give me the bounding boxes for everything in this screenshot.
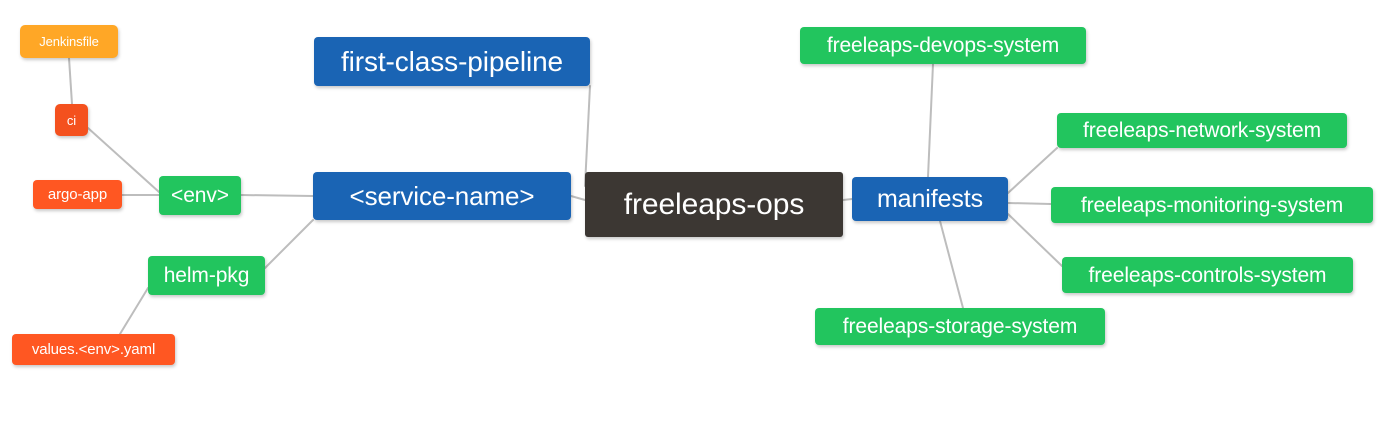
edge-helm-pkg-to-values-env-yaml xyxy=(119,287,149,335)
node-first-class-pipeline[interactable]: first-class-pipeline xyxy=(314,37,590,86)
node-label: freeleaps-storage-system xyxy=(842,315,1078,338)
node-label: ci xyxy=(66,112,77,128)
node-label: Jenkinsfile xyxy=(39,34,99,49)
edge-jenkinsfile-to-ci xyxy=(68,57,73,105)
node-label: manifests xyxy=(876,184,984,213)
node-label: helm-pkg xyxy=(163,264,250,287)
edge-manifests-to-freeleaps-network-system xyxy=(1007,147,1058,194)
node-manifests[interactable]: manifests xyxy=(852,177,1008,221)
node-label: freeleaps-network-system xyxy=(1082,119,1321,142)
node-env[interactable]: <env> xyxy=(159,176,241,215)
edge-manifests-to-freeleaps-monitoring-system xyxy=(1007,202,1052,205)
node-label: <env> xyxy=(171,184,229,207)
node-label: freeleaps-devops-system xyxy=(826,34,1060,57)
node-freeleaps-ops[interactable]: freeleaps-ops xyxy=(585,172,843,237)
node-freeleaps-devops-system[interactable]: freeleaps-devops-system xyxy=(800,27,1086,64)
node-service-name[interactable]: <service-name> xyxy=(313,172,571,220)
node-label: freeleaps-controls-system xyxy=(1088,263,1327,287)
node-label: freeleaps-monitoring-system xyxy=(1080,193,1344,217)
node-helm-pkg[interactable]: helm-pkg xyxy=(148,256,265,295)
edge-freeleaps-ops-to-manifests xyxy=(842,198,853,201)
node-label: freeleaps-ops xyxy=(623,187,805,221)
node-freeleaps-network-system[interactable]: freeleaps-network-system xyxy=(1057,113,1347,148)
node-label: values.<env>.yaml xyxy=(31,341,156,358)
edge-first-class-pipeline-to-freeleaps-ops xyxy=(584,85,591,187)
node-values-env-yaml[interactable]: values.<env>.yaml xyxy=(12,334,175,365)
edge-service-name-to-freeleaps-ops xyxy=(570,195,586,201)
edge-env-to-service-name xyxy=(240,194,314,197)
node-freeleaps-storage-system[interactable]: freeleaps-storage-system xyxy=(815,308,1105,345)
node-argo-app[interactable]: argo-app xyxy=(33,180,122,209)
node-label: argo-app xyxy=(47,186,108,203)
edge-freeleaps-devops-system-to-manifests xyxy=(927,63,934,178)
node-freeleaps-monitoring-system[interactable]: freeleaps-monitoring-system xyxy=(1051,187,1373,223)
node-jenkinsfile[interactable]: Jenkinsfile xyxy=(20,25,118,58)
node-label: first-class-pipeline xyxy=(340,45,564,77)
node-ci[interactable]: ci xyxy=(55,104,88,136)
node-label: <service-name> xyxy=(349,181,535,211)
node-freeleaps-controls-system[interactable]: freeleaps-controls-system xyxy=(1062,257,1353,293)
edge-service-name-to-helm-pkg xyxy=(264,219,314,269)
edge-manifests-to-freeleaps-storage-system xyxy=(939,220,964,309)
